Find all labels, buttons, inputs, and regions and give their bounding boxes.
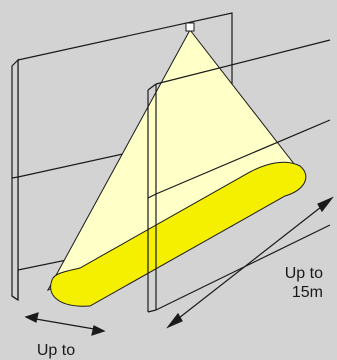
sensor-icon [185,22,195,32]
length-label: Up to 15m [243,264,323,302]
back-wall-edge [11,58,19,302]
double-arrow-icon [166,196,334,329]
length-label-line2: 15m [291,284,323,301]
diagram-canvas [11,12,334,336]
front-wall-divider [155,119,331,195]
coverage-diagram: Up to 15m Up to [11,12,334,359]
double-arrow-icon [24,312,106,336]
floor-patch [50,161,307,307]
length-label-line1: Up to [284,265,323,282]
